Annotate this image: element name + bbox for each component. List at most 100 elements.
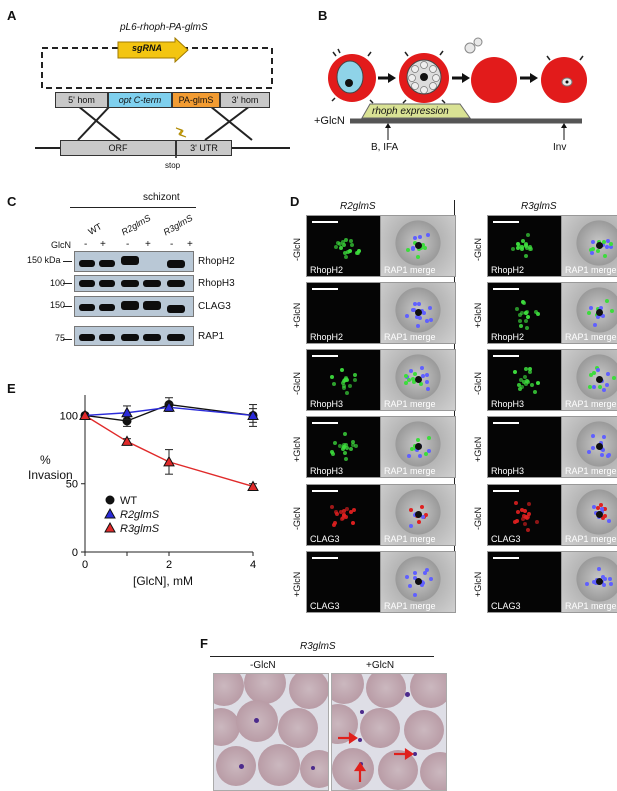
stain-dot	[521, 516, 526, 521]
ifa-stain-1-1: RhopH2	[306, 215, 382, 277]
merge-dot	[405, 574, 410, 579]
stop-label: stop	[165, 161, 181, 170]
merge-dot	[587, 310, 592, 315]
point-2-2	[163, 455, 175, 467]
stain-label: RhopH3	[491, 399, 525, 409]
stain-dot	[515, 246, 520, 251]
legend-marker-0	[105, 495, 115, 505]
lifecycle-diagram	[328, 37, 587, 140]
merge-dot	[589, 248, 594, 253]
merge-dot	[412, 301, 417, 306]
stain-dot	[334, 244, 339, 249]
merge-dot	[601, 239, 606, 244]
legend-r3glms: R3glmS	[120, 523, 160, 535]
panel-label-d: D	[290, 194, 300, 209]
stain-dot	[348, 446, 353, 451]
opt-cterm-box: opt C-term	[108, 92, 172, 108]
merge-dot	[422, 245, 427, 250]
legend-wt: WT	[120, 495, 138, 507]
merge-dot	[409, 369, 414, 374]
stain-dot	[533, 309, 538, 314]
stain-dot	[356, 251, 360, 256]
stain-label: RhopH2	[491, 265, 525, 275]
protein-clag3: CLAG3	[198, 301, 231, 312]
merge-dot	[419, 308, 424, 313]
orf-box: ORF	[60, 140, 176, 156]
merge-dot	[602, 513, 607, 518]
sign-4: +	[145, 239, 151, 250]
stain-dot	[350, 243, 355, 248]
ifa-merge-2-3: RAP1 merge	[561, 349, 617, 411]
hemozoin	[596, 376, 603, 383]
ifa-stain-2-5: CLAG3	[487, 484, 563, 546]
glcn-label: +GlcN	[314, 115, 345, 127]
merge-dot	[605, 383, 610, 388]
stain-dot	[518, 319, 523, 324]
merge-dot	[428, 577, 433, 582]
panel-label-b: B	[318, 8, 328, 23]
stain-dot	[523, 311, 528, 315]
glcn-row-label: GlcN	[51, 240, 71, 250]
hemozoin	[415, 443, 422, 450]
merge-dot	[415, 254, 420, 259]
merge-dot	[610, 308, 615, 313]
series-line-1	[84, 406, 254, 417]
merge-dot	[597, 239, 602, 244]
ifa-merge-1-4: RAP1 merge	[380, 416, 456, 478]
stain-dot	[329, 449, 334, 454]
merge-dot	[407, 378, 412, 383]
ifa-merge-2-1: RAP1 merge	[561, 215, 617, 277]
merge-dot	[603, 253, 608, 258]
row-label-1-3: -GlcN	[292, 372, 302, 395]
series-line-0	[84, 403, 254, 422]
point-2-3	[247, 480, 259, 491]
protein-rap1: RAP1	[198, 331, 225, 342]
merge-dot	[417, 520, 422, 525]
ifa-stain-2-1: RhopH2	[487, 215, 563, 277]
hemozoin	[415, 578, 422, 585]
ifa-merge-1-5: RAP1 merge	[380, 484, 456, 546]
merge-dot	[589, 251, 594, 256]
row-label-2-3: -GlcN	[473, 372, 483, 395]
y-tick-label: 0	[72, 547, 78, 559]
schizont-label: schizont	[143, 192, 180, 203]
ifa-merge-2-2: RAP1 merge	[561, 282, 617, 344]
marker-75: 75	[55, 333, 66, 343]
sgrna-label: sgRNA	[132, 43, 163, 53]
stain-dot	[515, 518, 520, 523]
sign-5: -	[170, 239, 174, 250]
marker-100: 100	[50, 278, 66, 288]
panel-label-a: A	[7, 8, 17, 23]
stain-dot	[330, 452, 335, 457]
stain-dot	[529, 382, 534, 387]
stain-dot	[343, 432, 348, 437]
merge-label: RAP1 merge	[565, 265, 617, 275]
stain-dot	[334, 511, 339, 516]
merge-label: RAP1 merge	[384, 399, 436, 409]
stain-dot	[351, 508, 356, 513]
merge-dot	[412, 240, 417, 245]
merge-dot	[588, 385, 593, 390]
merge-dot	[422, 311, 427, 316]
f-title-bar	[210, 656, 434, 657]
merge-dot	[420, 515, 425, 520]
blot-rhoph2	[74, 251, 194, 272]
stain-dot	[517, 244, 522, 249]
merge-dot	[411, 245, 416, 250]
stain-label: RhopH2	[310, 332, 344, 342]
stain-dot	[510, 247, 515, 252]
stain-dot	[345, 506, 350, 511]
merge-dot	[611, 376, 616, 381]
stain-dot	[522, 379, 527, 384]
blot-clag3	[74, 296, 194, 317]
merge-dot	[590, 446, 595, 451]
hemozoin	[415, 511, 422, 518]
blot-rhoph3	[74, 275, 194, 292]
merge-dot	[596, 368, 601, 373]
ifa-stain-1-5: CLAG3	[306, 484, 382, 546]
hemozoin	[596, 242, 603, 249]
paglms-box: PA-glmS	[172, 92, 220, 108]
stain-dot	[535, 311, 540, 316]
ifa-merge-1-6: RAP1 merge	[380, 551, 456, 613]
